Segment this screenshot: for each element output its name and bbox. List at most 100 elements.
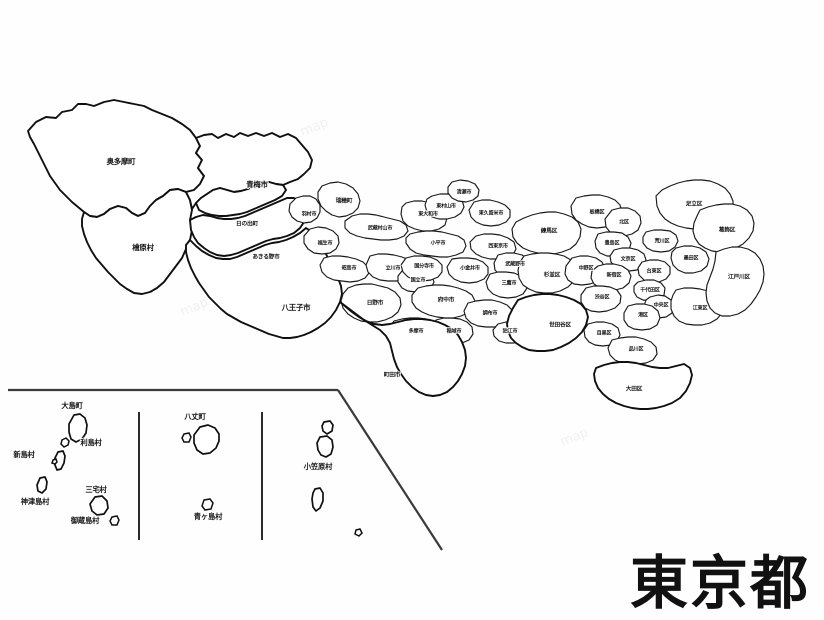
island-aogashima bbox=[201, 498, 214, 511]
map-label-municipality-49: 葛飾区 bbox=[719, 226, 736, 234]
island-miyakejima bbox=[89, 495, 109, 516]
map-label-island-5: 御蔵島村 bbox=[70, 516, 100, 525]
map-label-municipality-31: 杉並区 bbox=[544, 271, 561, 279]
map-label-municipality-39: 渋谷区 bbox=[595, 294, 610, 301]
tokyo-23-wards bbox=[506, 179, 765, 410]
map-label-municipality-30: 練馬区 bbox=[541, 227, 558, 235]
region-hino bbox=[340, 283, 402, 323]
ogasawara-islands bbox=[311, 420, 363, 537]
map-label-municipality-27: 三鷹市 bbox=[502, 280, 517, 287]
map-label-island-1: 利島村 bbox=[79, 438, 102, 447]
map-label-municipality-33: 板橋区 bbox=[590, 209, 605, 216]
region-taito bbox=[637, 259, 671, 283]
map-label-municipality-40: 目黒区 bbox=[597, 330, 612, 337]
region-arakawa bbox=[642, 229, 679, 253]
map-label-municipality-48: 足立区 bbox=[686, 200, 703, 208]
map-label-municipality-9: 武蔵村山市 bbox=[368, 225, 393, 232]
map-label-municipality-6: 瑞穂町 bbox=[336, 197, 353, 205]
map-label-island-6: 八丈町 bbox=[183, 412, 206, 421]
map-label-municipality-44: 千代田区 bbox=[640, 287, 660, 294]
map-label-island-7: 青ヶ島村 bbox=[194, 512, 223, 521]
map-label-municipality-38: 新宿区 bbox=[607, 272, 622, 279]
island-inset-frames bbox=[8, 388, 443, 551]
region-kita bbox=[604, 207, 642, 237]
island-oshima bbox=[68, 413, 88, 443]
map-label-municipality-46: 台東区 bbox=[647, 268, 662, 275]
island-shikinejima bbox=[51, 458, 58, 465]
map-label-municipality-4: あきる野市 bbox=[252, 253, 280, 261]
region-minato bbox=[623, 303, 661, 331]
island-hachijojima bbox=[193, 424, 220, 455]
region-sumida bbox=[670, 245, 710, 274]
map-label-municipality-13: 日野市 bbox=[367, 299, 384, 307]
map-label-municipality-0: 奥多摩町 bbox=[106, 157, 137, 166]
inset-diagonal-rule bbox=[337, 389, 443, 551]
region-shinagawa bbox=[607, 336, 658, 365]
map-label-municipality-47: 荒川区 bbox=[654, 238, 670, 245]
map-label-municipality-2: 青梅市 bbox=[246, 180, 268, 189]
island-anijima-group bbox=[316, 435, 334, 458]
island-mikurajima bbox=[109, 515, 120, 526]
region-mitaka bbox=[485, 271, 528, 299]
map-label-municipality-41: 品川区 bbox=[629, 346, 644, 353]
map-label-municipality-37: 文京区 bbox=[621, 256, 636, 263]
region-kokubunji bbox=[400, 255, 443, 282]
region-hamura bbox=[288, 195, 321, 224]
region-shibuya bbox=[580, 285, 622, 313]
map-label-municipality-45: 中央区 bbox=[654, 302, 669, 309]
map-label-municipality-3: 日の出町 bbox=[236, 220, 258, 228]
region-hinode bbox=[195, 181, 287, 217]
izu-islands-south bbox=[181, 424, 220, 511]
region-edogawa bbox=[705, 246, 765, 317]
island-chichijima bbox=[321, 420, 334, 435]
region-setagaya bbox=[506, 293, 589, 352]
region-katsushika bbox=[692, 203, 755, 253]
island-toshima bbox=[60, 437, 70, 448]
region-nerima bbox=[511, 211, 582, 255]
map-label-municipality-12: 立川市 bbox=[386, 265, 401, 272]
map-label-municipality-8: 福生市 bbox=[317, 240, 333, 247]
region-hachioji bbox=[185, 227, 343, 339]
map-label-municipality-29: 狛江市 bbox=[502, 328, 518, 335]
map-label-municipality-15: 多摩市 bbox=[409, 328, 424, 335]
island-hachijokojima bbox=[181, 432, 192, 443]
map-label-municipality-22: 小平市 bbox=[430, 240, 446, 247]
region-koganei bbox=[446, 257, 489, 284]
map-label-municipality-17: 町田市 bbox=[384, 371, 401, 379]
map-label-island-8: 小笠原村 bbox=[303, 462, 333, 471]
map-label-municipality-11: 昭島市 bbox=[342, 265, 357, 272]
map-label-municipality-28: 調布市 bbox=[483, 310, 498, 317]
map-label-municipality-34: 中野区 bbox=[579, 265, 594, 272]
map-label-municipality-14: 国立市 bbox=[411, 277, 426, 284]
region-musashimurayama bbox=[344, 213, 409, 241]
map-label-municipality-25: 西東京市 bbox=[488, 243, 508, 250]
map-label-municipality-19: 東村山市 bbox=[436, 203, 456, 210]
map-label-municipality-23: 国分寺市 bbox=[414, 263, 434, 270]
map-label-municipality-52: 江戸川区 bbox=[728, 273, 750, 281]
map-label-municipality-20: 清瀬市 bbox=[457, 189, 472, 196]
region-suginami bbox=[517, 252, 578, 294]
map-label-island-2: 新島村 bbox=[13, 450, 35, 459]
map-label-municipality-26: 武蔵野市 bbox=[505, 261, 525, 268]
map-label-municipality-50: 墨田区 bbox=[684, 255, 699, 262]
map-label-municipality-51: 江東区 bbox=[693, 305, 708, 312]
region-kiyose bbox=[447, 179, 480, 203]
region-shinjuku bbox=[590, 263, 632, 291]
region-higashikurume bbox=[468, 199, 511, 227]
map-label-municipality-36: 豊島区 bbox=[605, 240, 620, 247]
map-label-municipality-43: 港区 bbox=[638, 312, 648, 319]
map-label-municipality-7: 羽村市 bbox=[302, 211, 317, 218]
izu-islands-north bbox=[36, 413, 120, 526]
map-label-municipality-42: 大田区 bbox=[626, 385, 643, 393]
map-label-municipality-18: 府中市 bbox=[438, 296, 455, 304]
map-label-island-4: 三宅村 bbox=[85, 485, 107, 494]
region-ota bbox=[593, 361, 693, 410]
map-label-municipality-35: 北区 bbox=[619, 219, 629, 226]
map-label-island-0: 大島町 bbox=[61, 401, 83, 410]
map-label-municipality-21: 東久留米市 bbox=[479, 210, 504, 217]
map-label-island-3: 神津島村 bbox=[20, 497, 50, 506]
map-label-municipality-1: 檜原村 bbox=[132, 243, 154, 252]
